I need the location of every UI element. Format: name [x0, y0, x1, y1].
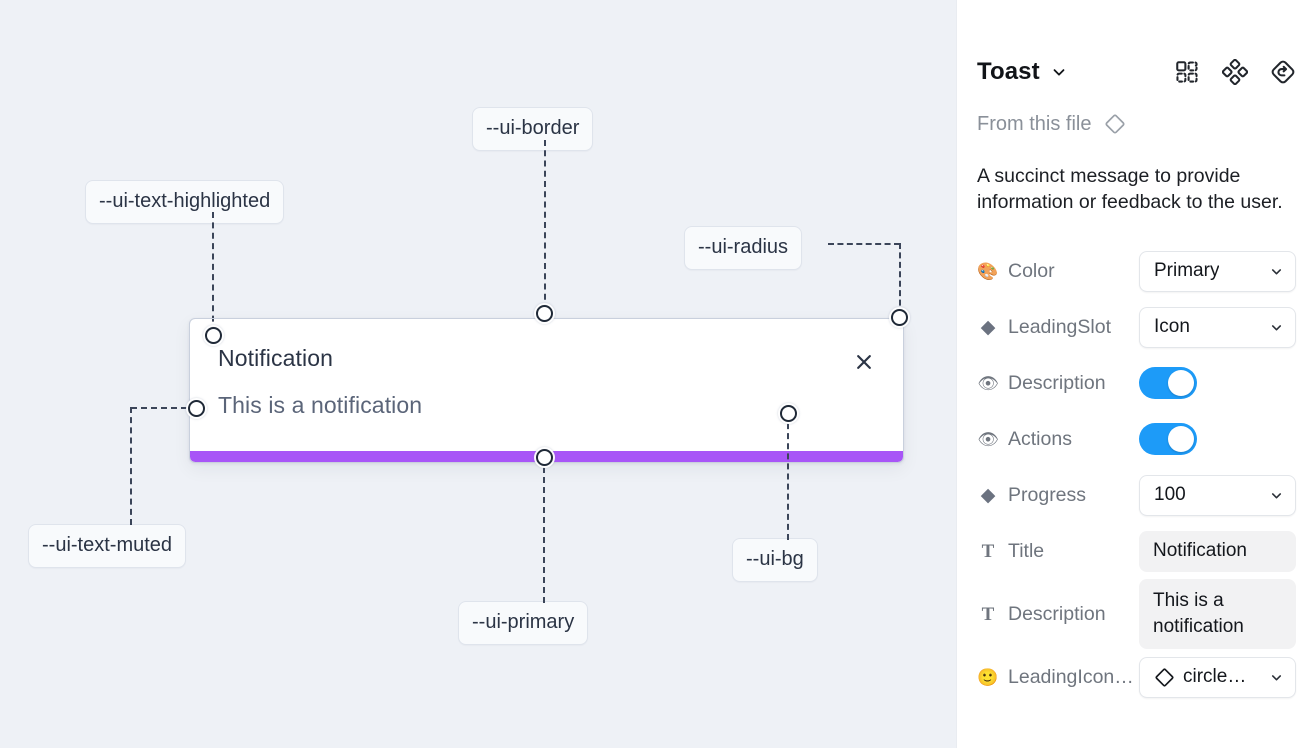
property-label-leadingslot: ◆ LeadingSlot	[977, 316, 1111, 339]
color-select-value: Primary	[1154, 260, 1220, 281]
connector-radius-v	[899, 243, 901, 315]
leadingicon-select-value: circle…	[1183, 666, 1247, 687]
property-row-description-text: T Description This is a notification	[957, 579, 1312, 649]
property-control-title: Notification	[1139, 530, 1296, 572]
connector-text-highlighted	[212, 212, 214, 332]
chevron-down-icon	[1269, 488, 1284, 503]
handle-primary[interactable]	[536, 449, 553, 466]
component-description: A succinct message to provide informatio…	[977, 165, 1283, 213]
connector-text-muted-v	[130, 407, 132, 525]
chevron-down-icon	[1269, 264, 1284, 279]
property-label-text: Description	[1008, 371, 1106, 394]
description-toggle[interactable]	[1139, 367, 1197, 399]
chevron-down-icon	[1269, 670, 1284, 685]
progress-select-value: 100	[1154, 484, 1186, 505]
leadingslot-select[interactable]: Icon	[1139, 306, 1296, 348]
reset-instance-icon[interactable]	[1270, 59, 1296, 85]
property-control-description	[1139, 367, 1296, 399]
connector-radius-h	[828, 243, 900, 245]
from-this-file-label: From this file	[977, 112, 1092, 135]
property-label-description: 👁 Description	[977, 371, 1106, 395]
handle-bg[interactable]	[780, 405, 797, 422]
handle-radius[interactable]	[891, 309, 908, 326]
token-label-radius[interactable]: --ui-radius	[684, 226, 803, 270]
description-input[interactable]: This is a notification	[1139, 579, 1296, 649]
property-row-title: T Title Notification	[957, 523, 1312, 579]
property-row-progress: ◆ Progress 100	[957, 467, 1312, 523]
text-icon: T	[981, 540, 995, 562]
property-label-text: Progress	[1008, 483, 1087, 506]
connector-border	[544, 140, 546, 310]
property-control-leadingicon: circle…	[1139, 656, 1296, 698]
property-label-leadingicon: 🙂 LeadingIcon…	[977, 665, 1134, 689]
property-row-leadingicon: 🙂 LeadingIcon… circle…	[957, 649, 1312, 705]
color-select[interactable]: Primary	[1139, 250, 1296, 292]
property-rows: 🎨 Color Primary ◆ LeadingSlot	[957, 243, 1312, 705]
property-control-progress: 100	[1139, 474, 1296, 516]
token-label-bg[interactable]: --ui-bg	[732, 538, 818, 582]
property-label-actions: 👁 Actions	[977, 428, 1072, 451]
panel-header: Toast	[957, 46, 1312, 98]
eye-emoji: 👁	[977, 429, 999, 449]
variants-icon[interactable]	[1222, 59, 1248, 85]
property-label-description-text: T Description	[977, 603, 1106, 626]
text-icon: T	[981, 603, 995, 625]
connector-text-muted-h	[131, 407, 197, 409]
chevron-down-icon[interactable]	[1050, 63, 1068, 81]
page-title: Toast	[977, 58, 1040, 85]
smiley-emoji: 🙂	[977, 667, 999, 687]
property-label-text: LeadingIcon…	[1008, 665, 1134, 688]
token-label-primary[interactable]: --ui-primary	[458, 601, 589, 645]
property-label-text: Title	[1008, 539, 1045, 562]
property-control-description-text: This is a notification	[1139, 579, 1296, 649]
toggle-knob	[1168, 426, 1194, 452]
leadingslot-select-value: Icon	[1154, 316, 1190, 337]
panel-header-actions	[1174, 59, 1296, 85]
connector-primary	[543, 457, 545, 603]
palette-emoji: 🎨	[977, 261, 999, 281]
connector-bg	[787, 413, 789, 540]
actions-toggle[interactable]	[1139, 423, 1197, 455]
diamond-icon	[1154, 667, 1175, 688]
token-label-text-highlighted[interactable]: --ui-text-highlighted	[85, 180, 285, 224]
property-control-actions	[1139, 423, 1296, 455]
property-row-color: 🎨 Color Primary	[957, 243, 1312, 299]
title-input[interactable]: Notification	[1139, 530, 1296, 572]
diamond-icon: ◆	[980, 316, 996, 338]
handle-border[interactable]	[536, 305, 553, 322]
property-control-color: Primary	[1139, 250, 1296, 292]
property-control-leadingslot: Icon	[1139, 306, 1296, 348]
component-icon[interactable]	[1174, 59, 1200, 85]
property-row-description-toggle: 👁 Description	[957, 355, 1312, 411]
toast-description: This is a notification	[218, 392, 423, 418]
progress-select[interactable]: 100	[1139, 474, 1296, 516]
token-label-text-muted[interactable]: --ui-text-muted	[28, 524, 187, 568]
toast-title: Notification	[218, 345, 333, 371]
close-x-icon[interactable]	[851, 349, 877, 375]
property-row-actions-toggle: 👁 Actions	[957, 411, 1312, 467]
token-label-border[interactable]: --ui-border	[472, 107, 594, 151]
property-label-text: Actions	[1008, 427, 1072, 450]
property-label-color: 🎨 Color	[977, 259, 1055, 283]
property-row-leadingslot: ◆ LeadingSlot Icon	[957, 299, 1312, 355]
eye-emoji: 👁	[977, 373, 999, 393]
toggle-knob	[1168, 370, 1194, 396]
toast-component[interactable]: Notification This is a notification	[189, 318, 904, 463]
handle-text-muted[interactable]	[188, 400, 205, 417]
from-this-file[interactable]: From this file	[977, 112, 1127, 136]
property-label-text: Description	[1008, 602, 1106, 625]
property-label-title: T Title	[977, 540, 1044, 563]
diamond-icon: ◆	[980, 484, 996, 506]
property-label-text: LeadingSlot	[1008, 315, 1112, 338]
handle-text-highlighted[interactable]	[205, 327, 222, 344]
design-canvas[interactable]: Notification This is a notification --ui…	[0, 0, 956, 748]
chevron-down-icon	[1269, 320, 1284, 335]
property-label-progress: ◆ Progress	[977, 484, 1086, 507]
property-label-text: Color	[1008, 259, 1055, 282]
properties-panel: Toast	[956, 0, 1312, 748]
leadingicon-select[interactable]: circle…	[1139, 656, 1296, 698]
diamond-icon	[1103, 112, 1127, 136]
